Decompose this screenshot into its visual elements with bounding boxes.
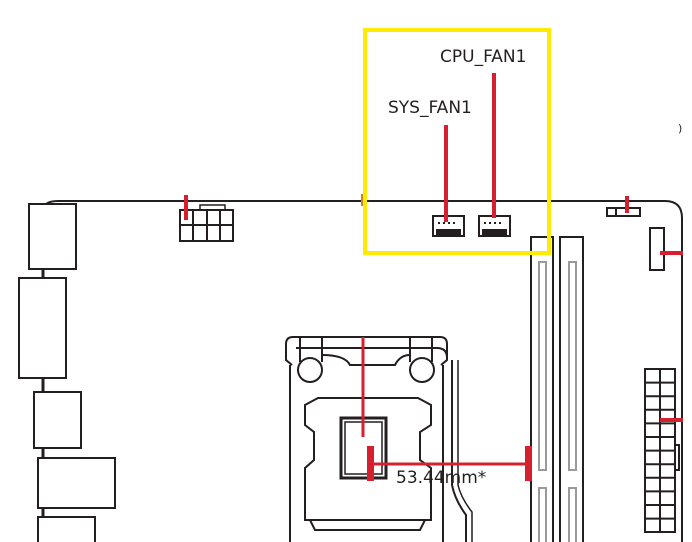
cpu-power-connector [179,204,234,242]
dimm-slot-2 [559,236,584,542]
io-port-2 [18,277,67,379]
io-port-4 [37,457,116,509]
dimension-label: 53.44mm* [396,468,486,488]
cpu-fan-header [478,215,511,237]
io-port-5 [37,516,96,542]
io-port-3 [33,391,82,449]
atx-power-connector [644,368,680,533]
io-port-1 [28,203,77,270]
board-edge [45,200,683,542]
dimension-start [367,446,374,481]
fan-header-highlight [363,28,551,255]
sys-fan-label: SYS_FAN1 [388,98,472,118]
cpu-socket [285,336,473,542]
small-header [606,207,641,217]
sys-fan-header [432,215,465,237]
edge-mark-label: ) [678,122,682,135]
cpu-fan-label: CPU_FAN1 [440,47,526,67]
dimension-end [525,446,532,481]
dimm-slot-1 [530,236,554,542]
right-header [649,227,665,271]
